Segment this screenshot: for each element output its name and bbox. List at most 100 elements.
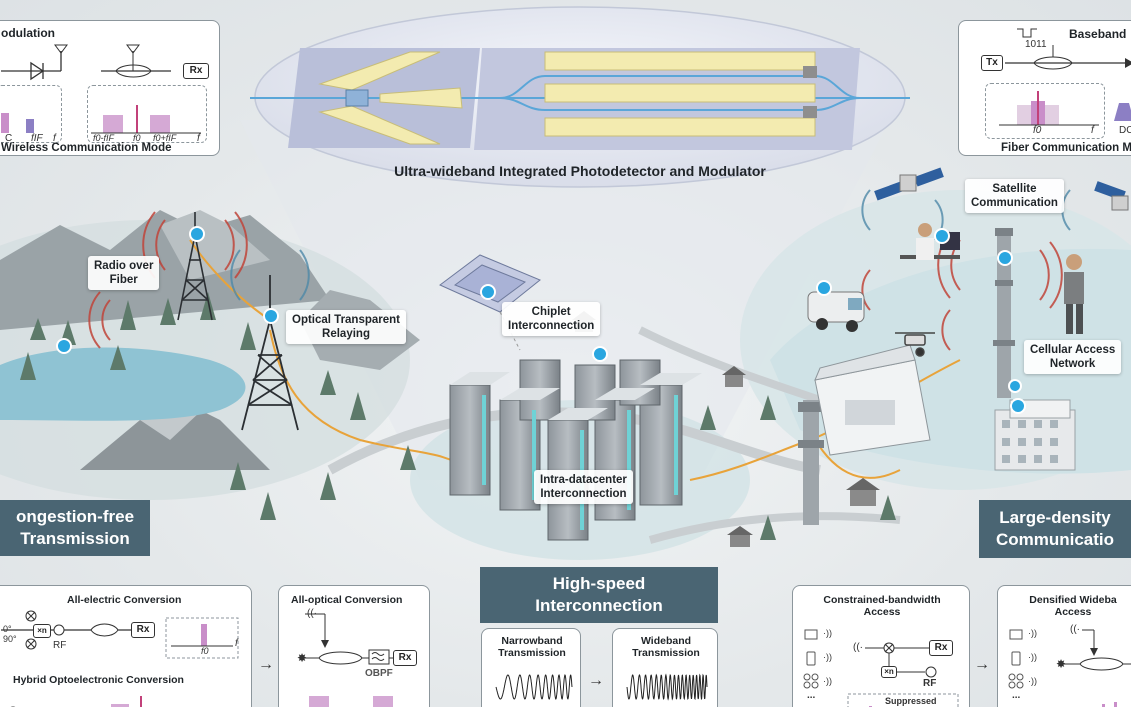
ellipsis: ... xyxy=(807,690,816,701)
label-f0-plus-fif: f0+fIF xyxy=(153,133,177,143)
wifi-icon-3: ·)) xyxy=(823,676,832,686)
label-f0: f0 xyxy=(201,646,209,656)
all-optical-title: All-optical Conversion xyxy=(291,594,403,606)
pd-electrode-top xyxy=(318,51,441,91)
wifi-icon-2: ·)) xyxy=(1028,652,1037,662)
label-f: f xyxy=(1091,125,1094,136)
chiplet-inset xyxy=(439,254,541,351)
fiber-mode-panel: 1011 Baseband Tx f0 f DC Fiber Communica… xyxy=(958,20,1131,156)
label-f0: f0 xyxy=(1033,125,1042,136)
tower-left xyxy=(177,212,213,321)
panel-caption: Wireless Communication Mode xyxy=(1,142,172,154)
multiplier-box: ×n xyxy=(881,666,897,678)
chip-title: Ultra-wideband Integrated Photodetector … xyxy=(394,163,766,179)
label-dc: DC xyxy=(1119,125,1131,136)
satellite-1 xyxy=(874,167,944,201)
wireless-icon: ((· xyxy=(307,608,317,619)
mzi-arm-top xyxy=(499,75,861,99)
satellite-2 xyxy=(1094,181,1129,211)
arrow-right-2: → xyxy=(588,672,604,689)
rx-box: Rx xyxy=(393,650,417,666)
fiber-link-mountain xyxy=(189,239,271,321)
narrowband-chirp xyxy=(495,674,573,700)
tower-relay xyxy=(241,275,299,431)
label-f: f xyxy=(235,638,238,649)
rf-label: RF xyxy=(923,678,937,689)
drone xyxy=(895,332,935,357)
suppressed-label: Suppressed xyxy=(885,696,937,706)
photodetector-core xyxy=(345,89,369,107)
apartment-building xyxy=(994,399,1076,471)
office-worker xyxy=(900,223,960,260)
fiber-schematic xyxy=(999,28,1131,126)
pd-electrode-middle xyxy=(379,87,463,109)
electric-schematic xyxy=(1,610,239,707)
label-f2: f xyxy=(197,133,200,144)
optical-conversion-panel: All-optical Conversion ✸ ((· Rx OBPF xyxy=(278,585,430,707)
radio-waves-relay xyxy=(230,249,310,301)
panel-caption: Fiber Communication M xyxy=(1001,142,1131,154)
cell-tower-main xyxy=(993,228,1015,398)
svg-text:✸: ✸ xyxy=(297,651,307,665)
wifi-icon-3: ·)) xyxy=(1028,676,1037,686)
trees xyxy=(20,292,896,540)
pd-electrode-bottom xyxy=(318,105,441,145)
all-electric-title: All-electric Conversion xyxy=(67,594,182,606)
phase-90: 90° xyxy=(3,634,17,644)
panel-title: Baseband xyxy=(1069,27,1127,41)
densified-schematic: ✸ xyxy=(1008,629,1131,707)
lake xyxy=(0,347,246,421)
electric-conversion-panel: All-electric Conversion Hybrid Optoelect… xyxy=(0,585,252,707)
label-f0-minus-fif: f0-fIF xyxy=(93,133,115,143)
label-f0: f0 xyxy=(133,133,141,143)
fiber-link-left xyxy=(269,329,471,471)
cell-tower-2 xyxy=(798,400,824,525)
arrow-right-3: → xyxy=(974,656,990,673)
phase-0: 0° xyxy=(3,624,12,634)
spectrum-box-rf xyxy=(87,85,207,143)
svg-text:✸: ✸ xyxy=(1056,657,1066,671)
rx-box: Rx xyxy=(131,622,155,638)
label-f: f xyxy=(53,133,56,144)
constrained-schematic xyxy=(803,629,959,707)
mod-electrode-1 xyxy=(544,51,816,71)
bit-pattern: 1011 xyxy=(1025,39,1047,50)
spectrum-box-if xyxy=(0,85,62,143)
mod-electrode-2 xyxy=(544,83,816,103)
road-2 xyxy=(638,326,822,404)
wifi-icon-1: ·)) xyxy=(823,628,832,638)
optical-schematic: ✸ xyxy=(297,613,394,707)
label-fif: fIF xyxy=(31,133,43,144)
arrow-right-1: → xyxy=(258,656,274,673)
wireless-icon: ((· xyxy=(1070,624,1080,635)
wideband-chirp xyxy=(626,673,708,701)
rx-box: Rx xyxy=(183,63,209,79)
rx-box: Rx xyxy=(929,640,953,656)
van xyxy=(807,291,865,332)
spectrum-box xyxy=(985,83,1105,139)
road-3 xyxy=(648,512,901,544)
label-c: C xyxy=(5,133,13,144)
rf-label: RF xyxy=(53,640,67,651)
hybrid-title: Hybrid Optoelectronic Conversion xyxy=(13,674,184,686)
wireless-schematic xyxy=(1,44,201,134)
wireless-icon: ((· xyxy=(853,642,863,653)
ellipsis: ... xyxy=(1012,690,1021,701)
mzi-arm-bottom xyxy=(499,97,861,111)
